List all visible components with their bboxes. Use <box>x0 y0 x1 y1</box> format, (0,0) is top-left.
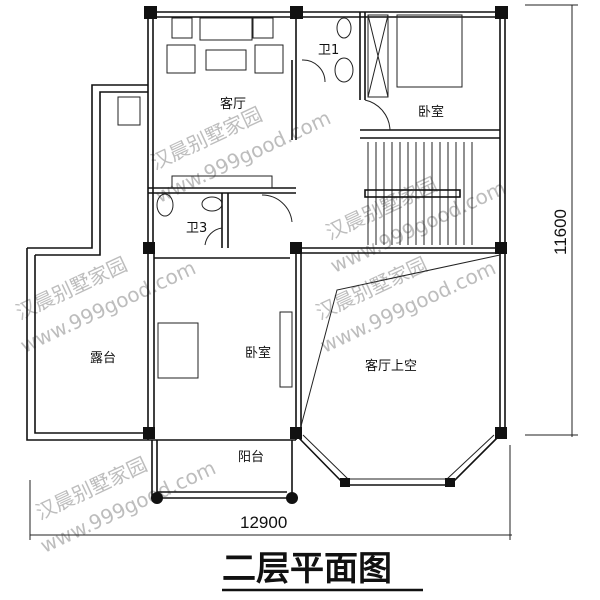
room-label-terrace: 露台 <box>90 351 116 366</box>
plan-title: 二层平面图 <box>222 549 392 589</box>
dimension-width: 12900 <box>29 445 512 540</box>
room-label-living: 客厅 <box>220 96 246 112</box>
doors <box>204 59 391 246</box>
bay-window <box>295 434 501 487</box>
staircase <box>364 142 473 245</box>
columns <box>143 6 508 439</box>
room-label-balcony: 阳台 <box>238 450 264 465</box>
room-label-bedroom-mid: 卧室 <box>245 345 271 361</box>
dimension-depth: 11600 <box>525 4 578 437</box>
room-label-bedroom-top: 卧室 <box>418 104 444 120</box>
balcony-outline <box>151 440 298 504</box>
dimension-depth-label: 11600 <box>551 209 570 255</box>
stair-landing <box>364 189 461 198</box>
room-label-bath1: 卫1 <box>318 43 339 58</box>
furniture <box>117 14 463 388</box>
room-label-bath3: 卫3 <box>186 221 207 236</box>
dimension-width-label: 12900 <box>240 513 287 532</box>
room-label-living-void: 客厅上空 <box>365 358 417 374</box>
void-outline <box>299 254 501 431</box>
